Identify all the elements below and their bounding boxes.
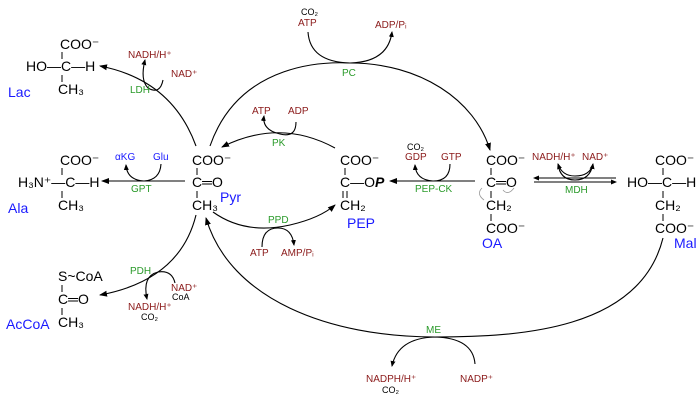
cofactor-in: Glu (153, 152, 169, 163)
cofactor-nad: NAD⁺ (582, 152, 608, 163)
carboxylate: COO⁻ (486, 152, 525, 168)
cofactor-in: ADP (288, 106, 309, 117)
carboxylate: COO⁻ (60, 36, 99, 52)
cofactor-co2: CO₂ (382, 385, 400, 395)
cofactor-arc (261, 227, 296, 248)
cofactor-arc (307, 31, 394, 64)
cofactor-co2: CO₂ (407, 142, 425, 152)
cofactor-arc (260, 115, 297, 136)
pyruvate-label: Pyr (220, 189, 241, 205)
reaction-ldh: LDH NAD⁺ NADH/H⁺ (99, 50, 197, 147)
carbonyl: C═O (486, 174, 517, 190)
carboxylate: COO⁻ (340, 152, 379, 168)
enzyme-label: ME (426, 325, 441, 336)
enzyme-label: GPT (131, 184, 152, 195)
reaction-pk: PK ADP ATP (221, 106, 336, 149)
molecule-pep: COO⁻ C—OP CH₂ PEP (340, 152, 385, 231)
thioester: S~CoA (58, 268, 103, 284)
arrow-pyr-to-pep (212, 204, 336, 229)
reaction-me: ME NADP⁺ NADPH/H⁺ CO₂ (205, 217, 664, 395)
chiral-center: HO—C—H (627, 174, 696, 190)
cofactor-out: GDP (405, 152, 427, 163)
cofactor-coa: CoA (172, 292, 190, 302)
cofactor-in: NAD⁺ (171, 283, 197, 294)
cofactor-in: GTP (441, 152, 462, 163)
carbonyl: C═O (58, 291, 89, 307)
cofactor-out: AMP/Pᵢ (281, 248, 314, 259)
methyl: CH₃ (58, 197, 84, 213)
malate-label: Mal (674, 235, 697, 251)
lactate-label: Lac (8, 84, 31, 100)
reaction-pdh: PDH NAD⁺ CoA NADH/H⁺ CO₂ (99, 214, 197, 322)
arrow-pep-to-pyr (221, 132, 336, 149)
arrow-pyr-to-accoa (99, 214, 197, 297)
cofactor-arc-1 (557, 163, 595, 181)
enzyme-label: PDH (130, 266, 151, 277)
cofactor-in: NADP⁺ (460, 374, 493, 385)
enzyme-label: MDH (565, 185, 588, 196)
cofactor-out: ATP (252, 106, 271, 117)
cofactor-in: NAD⁺ (171, 69, 197, 80)
cofactor-arc (141, 59, 164, 91)
molecule-lactate: COO⁻ HO—C—H CH₃ Lac (8, 36, 99, 100)
carboxylate-2: COO⁻ (655, 220, 694, 236)
methylene: CH₂ (486, 197, 512, 213)
enol-phosphate: C—OP (340, 174, 385, 190)
enzyme-label: PC (342, 68, 356, 79)
carboxylate: COO⁻ (192, 152, 231, 168)
oxaloacetate-label: OA (482, 235, 503, 251)
cofactor-out: NADH/H⁺ (128, 50, 172, 61)
enzyme-label: PK (272, 138, 286, 149)
alanine-label: Ala (8, 200, 28, 216)
methylene: CH₂ (655, 197, 681, 213)
reaction-pc: PC CO₂ ATP ADP/Pᵢ (209, 7, 491, 151)
reaction-gpt: GPT Glu αKG (101, 152, 185, 195)
carboxylate: COO⁻ (60, 152, 99, 168)
cofactor-atp: ATP (298, 18, 317, 29)
cofactor-out: NADPH/H⁺ (366, 374, 416, 385)
cofactor-out: NADH/H⁺ (128, 302, 172, 313)
cofactor-nadh: NADH/H⁺ (532, 152, 576, 163)
pep-label: PEP (347, 215, 375, 231)
cofactor-arc (123, 163, 162, 182)
acetyl-coa-label: AcCoA (6, 316, 50, 332)
enzyme-label: PPD (268, 215, 289, 226)
cofactor-out: ADP/Pᵢ (375, 20, 407, 31)
cofactor-co2: CO₂ (141, 312, 159, 322)
cofactor-arc-2 (557, 163, 594, 177)
cofactor-arc (143, 271, 176, 300)
carbonyl: C═O (192, 174, 223, 190)
cofactor-out: αKG (115, 152, 135, 163)
cofactor-co2: CO₂ (301, 7, 319, 17)
cofactor-arc (412, 163, 451, 182)
carboxylate-2: COO⁻ (486, 220, 525, 236)
methyl: CH₃ (58, 314, 84, 330)
arrow-mal-to-pyr (205, 217, 664, 338)
cofactor-arc (390, 336, 476, 367)
molecule-acetyl-coa: S~CoA C═O CH₃ AcCoA (6, 268, 103, 332)
cofactor-in: ATP (250, 248, 269, 259)
arrow-pyr-to-lac (99, 64, 197, 147)
chiral-center: H₃N⁺—C—H (18, 174, 100, 190)
methyl: CH₃ (192, 197, 218, 213)
enzyme-label: LDH (130, 85, 150, 96)
methylene: CH₂ (340, 197, 366, 213)
reaction-mdh: MDH NADH/H⁺ NAD⁺ (532, 152, 617, 196)
chiral-center: HO—C—H (26, 58, 95, 74)
molecule-malate: COO⁻ HO—C—H CH₂ COO⁻ Mal (627, 152, 697, 251)
carboxylate: COO⁻ (655, 152, 694, 168)
methyl: CH₃ (58, 81, 84, 97)
reaction-ppd: PPD ATP AMP/Pᵢ (212, 204, 336, 259)
molecule-alanine: COO⁻ H₃N⁺—C—H CH₃ Ala (8, 152, 100, 216)
enzyme-label: PEP-CK (415, 184, 453, 195)
molecule-oxaloacetate: COO⁻ C═O CH₂ COO⁻ OA (479, 152, 525, 251)
molecule-pyruvate: COO⁻ C═O CH₃ Pyr (192, 152, 241, 213)
reaction-pepck: PEP-CK GTP GDP CO₂ (389, 142, 475, 195)
